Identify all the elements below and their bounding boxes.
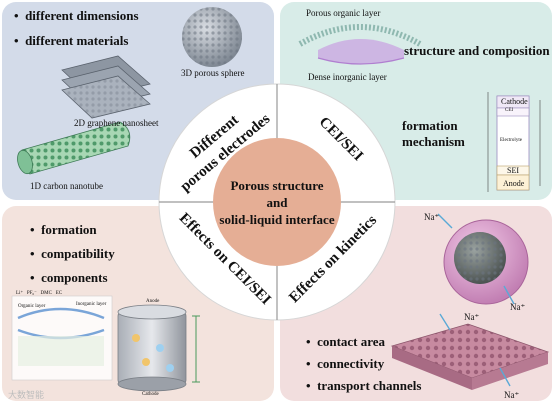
battery-inset-illustration	[11, 295, 200, 392]
heading-structure-composition: structure and composition	[404, 43, 550, 58]
core-shell-particle-illustration	[437, 213, 529, 305]
bullet-connectivity: • connectivity	[306, 356, 385, 371]
caption-3d-porous-sphere: 3D porous sphere	[181, 68, 245, 78]
label-anode: Anode	[146, 299, 160, 304]
center-title-line-2: and	[267, 195, 289, 210]
label-dense-inorganic-layer: Dense inorganic layer	[308, 72, 387, 82]
bullet-contact-area: • contact area	[306, 334, 386, 349]
bullet-transport-channels: • transport channels	[306, 378, 422, 393]
ion-label-na-1: Na⁺	[424, 212, 440, 222]
caption-2d-graphene-nanosheet: 2D graphene nanosheet	[74, 118, 159, 128]
caption-1d-carbon-nanotube: 1D carbon nanotube	[30, 181, 103, 191]
battery-legend: Li⁺ PF₆⁻ DMC EC	[16, 291, 63, 296]
ion-label-na-4: Na⁺	[504, 390, 520, 400]
center-circle	[213, 138, 341, 266]
label-cathode: Cathode	[142, 392, 159, 397]
stack-label-anode: Anode	[503, 179, 525, 188]
porous-film-illustration	[390, 313, 550, 390]
bullet-different-dimensions: • different dimensions	[14, 8, 139, 23]
bullet-compatibility: • compatibility	[30, 246, 115, 261]
label-organic-layer: Organic layer	[18, 304, 46, 309]
bullet-formation: • formation	[30, 222, 97, 237]
carbon-nanotube-illustration	[17, 121, 131, 175]
center-title-line-1: Porous structure	[230, 178, 323, 193]
center-title-line-3: solid-liquid interface	[219, 212, 334, 227]
stack-label-electrolyte: Electrolyte	[500, 138, 522, 143]
stack-label-cathode: Cathode	[501, 97, 528, 106]
bullet-components: • components	[30, 270, 108, 285]
layer-stack-diagram	[487, 92, 541, 192]
graphene-nanosheet-illustration	[61, 55, 151, 119]
ion-label-na-3: Na⁺	[464, 312, 480, 322]
ion-label-na-2: Na⁺	[510, 302, 526, 312]
heading-formation: formation	[402, 118, 458, 133]
watermark: 大数智能	[8, 391, 45, 401]
stack-label-sei: SEI	[507, 166, 519, 175]
label-porous-organic-layer: Porous organic layer	[306, 8, 381, 18]
label-inorganic-layer: Inorganic layer	[76, 302, 107, 307]
bullet-different-materials: • different materials	[14, 33, 129, 48]
stack-label-cei: CEI	[505, 108, 514, 113]
interphase-layer-illustration	[298, 24, 422, 65]
heading-mechanism: mechanism	[402, 134, 465, 149]
porous-sphere-illustration	[182, 7, 242, 67]
